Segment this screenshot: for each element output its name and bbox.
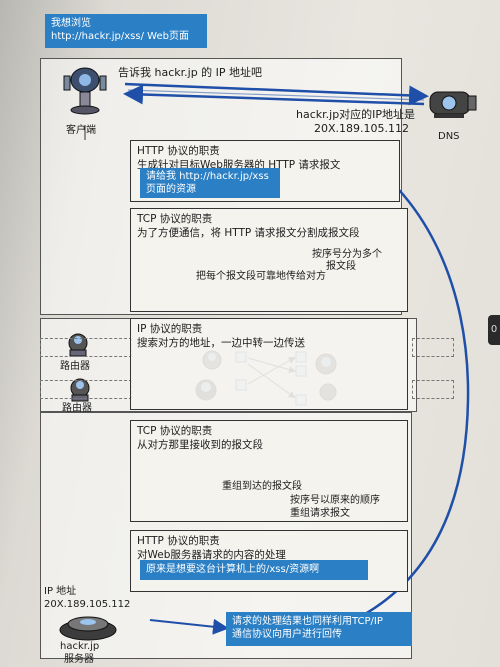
client-robot-icon — [63, 67, 107, 115]
request-travel-arrow — [295, 148, 470, 647]
dns-label: DNS — [438, 131, 460, 142]
page-edge-tab: 0 — [488, 315, 500, 345]
router-link-4 — [412, 380, 454, 399]
tcp-reassembly-box: TCP 协议的职责 从对方那里接收到的报文段 — [130, 420, 408, 522]
ip-title: IP 协议的职责 — [137, 323, 203, 335]
bubble-url: http://hackr.jp/xss/ Web页面 — [51, 31, 189, 42]
http-request-message: 请给我 http://hackr.jp/xss 页面的资源 — [140, 168, 280, 198]
server-icon — [59, 616, 117, 641]
http-resource-text: 原来是想要这台计算机上的/xss/资源啊 — [146, 564, 320, 575]
server-ip-label: IP 地址 — [44, 586, 77, 597]
response-message: 请求的处理结果也同样利用TCP/IP 通信协议向用户进行回传 — [226, 612, 412, 646]
http-request-line2: 页面的资源 — [146, 184, 196, 195]
dns-query-arrow — [124, 82, 429, 106]
http-top-title: HTTP 协议的职责 — [137, 145, 220, 157]
dns-query-text: 告诉我 hackr.jp 的 IP 地址吧 — [118, 66, 263, 79]
tcp-top-note1b: 报文段 — [326, 261, 356, 272]
ip-desc: 搜索对方的地址，一边中转一边传送 — [137, 337, 305, 349]
page-edge-char: 0 — [490, 324, 498, 335]
tcp-bottom-note1: 重组到达的报文段 — [222, 481, 302, 492]
http-request-line1: 请给我 http://hackr.jp/xss — [146, 171, 269, 182]
tcp-top-note2: 把每个报文段可靠地传给对方 — [196, 271, 326, 282]
tcp-bottom-note2a: 按序号以原来的顺序 — [290, 495, 380, 506]
router-link-3 — [412, 338, 454, 357]
tcp-top-title: TCP 协议的职责 — [137, 213, 213, 225]
tcp-bottom-title: TCP 协议的职责 — [137, 425, 213, 437]
ip-routing-box: IP 协议的职责 搜索对方的地址，一边中转一边传送 — [130, 318, 408, 410]
browse-request-bubble: 我想浏览 http://hackr.jp/xss/ Web页面 — [45, 14, 207, 48]
dns-reply-arrow — [123, 84, 425, 106]
dns-reply-ip: 20X.189.105.112 — [314, 122, 410, 135]
http-bottom-title: HTTP 协议的职责 — [137, 535, 220, 547]
router-link-1 — [40, 338, 132, 357]
response-line1: 请求的处理结果也同样利用TCP/IP — [232, 616, 383, 627]
router-link-2 — [40, 380, 132, 399]
tcp-top-note1a: 按序号分为多个 — [312, 249, 382, 260]
tcp-top-desc: 为了方便通信，将 HTTP 请求报文分割成报文段 — [137, 227, 360, 239]
http-resource-message: 原来是想要这台计算机上的/xss/资源啊 — [140, 560, 368, 580]
http-bottom-desc: 对Web服务器请求的内容的处理 — [137, 549, 286, 561]
tcp-bottom-note2b: 重组请求报文 — [290, 508, 350, 519]
dns-server-icon — [429, 91, 477, 118]
server-name: hackr.jp — [60, 641, 100, 652]
dns-reply-line1: hackr.jp对应的IP地址是 — [296, 108, 416, 121]
client-label: 客户端 — [66, 125, 96, 136]
bubble-line1: 我想浏览 — [51, 18, 91, 29]
response-line2: 通信协议向用户进行回传 — [232, 629, 342, 640]
tcp-split-box: TCP 协议的职责 为了方便通信，将 HTTP 请求报文分割成报文段 — [130, 208, 408, 312]
router-label-1: 路由器 — [60, 361, 90, 372]
server-label: 服务器 — [64, 654, 94, 665]
router-label-2: 路由器 — [62, 403, 92, 414]
server-ip: 20X.189.105.112 — [44, 599, 131, 610]
tcp-bottom-desc: 从对方那里接收到的报文段 — [137, 439, 263, 451]
